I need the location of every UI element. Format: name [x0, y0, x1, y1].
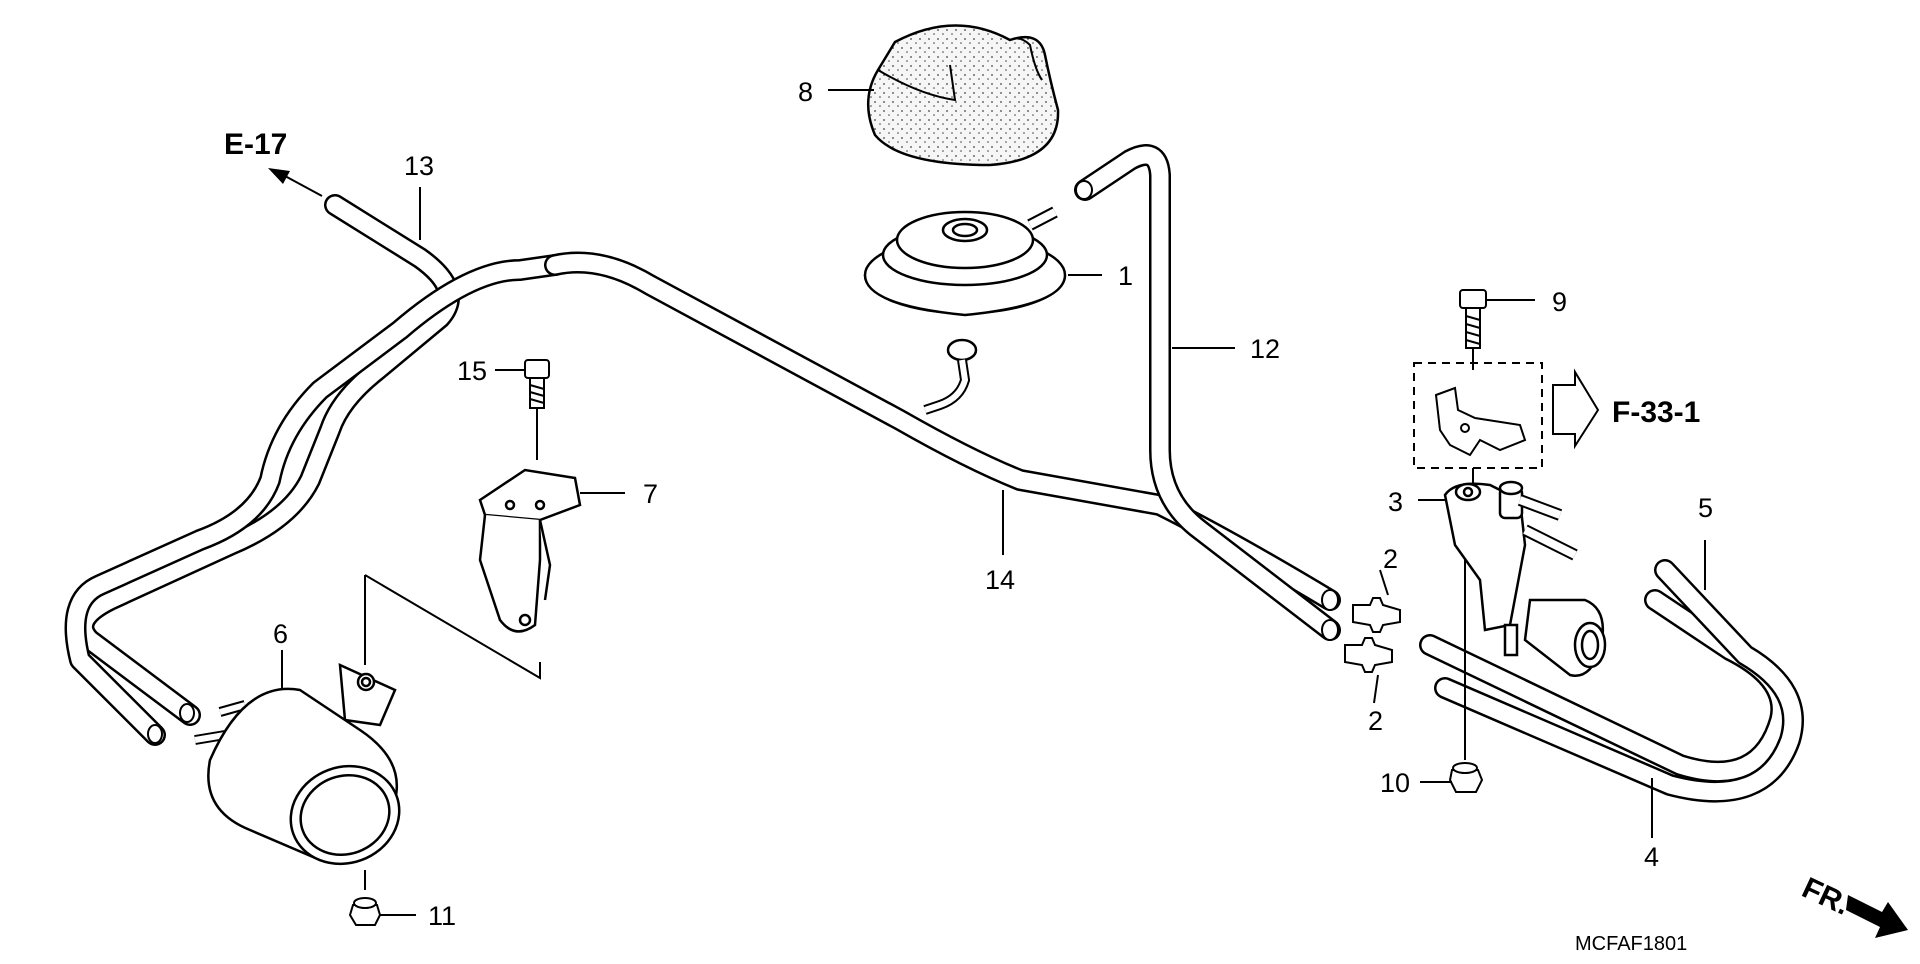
callout-7: 7 [643, 479, 658, 509]
callout-14: 14 [985, 565, 1015, 595]
callout-8: 8 [798, 77, 813, 107]
front-direction-arrow-icon [1846, 895, 1908, 938]
callout-11: 11 [428, 901, 456, 931]
callout-5: 5 [1698, 493, 1713, 523]
solenoid-valve [1443, 480, 1607, 677]
diagram-code: MCFAF1801 [1575, 933, 1687, 955]
bracket-7 [478, 468, 582, 633]
canister [194, 662, 401, 866]
callout-3: 3 [1388, 487, 1403, 517]
e17-arrow-icon [268, 168, 323, 197]
callout-1: 1 [1118, 261, 1133, 291]
bolt-15 [524, 359, 550, 409]
ref-arrow-icon [1552, 368, 1600, 450]
callout-12: 12 [1250, 334, 1280, 364]
mount-bracket [1434, 386, 1527, 457]
callout-9: 9 [1552, 287, 1567, 317]
joint-2a [1352, 597, 1401, 633]
callout-10: 10 [1380, 768, 1410, 798]
ref-f331[interactable]: F-33-1 [1612, 396, 1700, 429]
control-valve [863, 206, 1067, 415]
hose-12 [1074, 144, 1341, 641]
reference-box [1413, 362, 1543, 469]
nut-10 [1448, 762, 1484, 793]
direction-label: FR. [1797, 871, 1855, 921]
nut-11 [348, 897, 382, 926]
assembly-leader [364, 574, 541, 680]
callout-2-upper: 2 [1383, 544, 1398, 574]
callout-15: 15 [457, 356, 487, 386]
callout-6: 6 [273, 619, 288, 649]
hose-4-5 [1419, 559, 1804, 803]
foam-cover [866, 24, 1060, 167]
callout-13: 13 [404, 151, 434, 181]
callout-2-lower: 2 [1368, 706, 1383, 736]
ref-e17[interactable]: E-17 [224, 128, 287, 161]
bolt-9 [1459, 289, 1487, 349]
joint-2b [1344, 637, 1393, 673]
hose-13 [64, 194, 566, 746]
callout-4: 4 [1644, 842, 1659, 872]
leader-lines [281, 89, 1706, 916]
